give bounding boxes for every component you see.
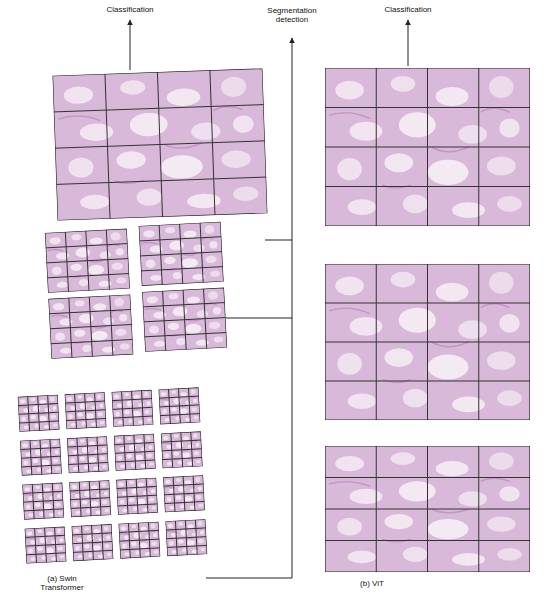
feature-map-tile <box>165 519 207 556</box>
feature-map-tile <box>325 446 530 572</box>
output-arrow <box>408 20 409 66</box>
feature-map-tile <box>22 483 64 520</box>
feature-map-tile <box>119 522 161 559</box>
feature-map-tile <box>65 392 107 429</box>
feature-map-tile <box>25 527 67 564</box>
feature-map-tile <box>67 436 109 473</box>
feature-map-tile <box>20 439 62 476</box>
feature-map-tile <box>159 387 201 424</box>
window-tiles <box>18 387 207 563</box>
feature-map-tile <box>116 478 158 515</box>
feature-map-tile <box>139 222 224 286</box>
feature-map-tile <box>72 524 114 561</box>
stage-link <box>206 578 292 579</box>
stage-link <box>265 240 292 241</box>
feature-map-tile <box>18 395 60 432</box>
panel-caption: (a) Swin Transformer <box>32 574 92 592</box>
feature-map-tile <box>112 390 154 427</box>
output-arrow <box>130 20 131 70</box>
window-tiles <box>45 222 227 359</box>
output-label: Segmentation detection <box>261 6 323 24</box>
feature-map-tile <box>161 431 203 468</box>
stage-link <box>226 318 292 319</box>
output-arrow <box>292 38 293 578</box>
panel-caption: (b) ViT <box>342 579 402 588</box>
feature-map-tile <box>53 68 268 220</box>
output-label: Classification <box>368 5 448 14</box>
feature-map-tile <box>48 295 133 359</box>
feature-map-tile <box>45 229 130 293</box>
feature-map-tile <box>142 288 227 352</box>
feature-map-tile <box>325 264 530 420</box>
output-label: Classification <box>90 5 170 14</box>
feature-map-tile <box>163 475 205 512</box>
feature-map-tile <box>69 480 111 517</box>
feature-map-tile <box>114 434 156 471</box>
feature-map-tile <box>325 68 530 226</box>
